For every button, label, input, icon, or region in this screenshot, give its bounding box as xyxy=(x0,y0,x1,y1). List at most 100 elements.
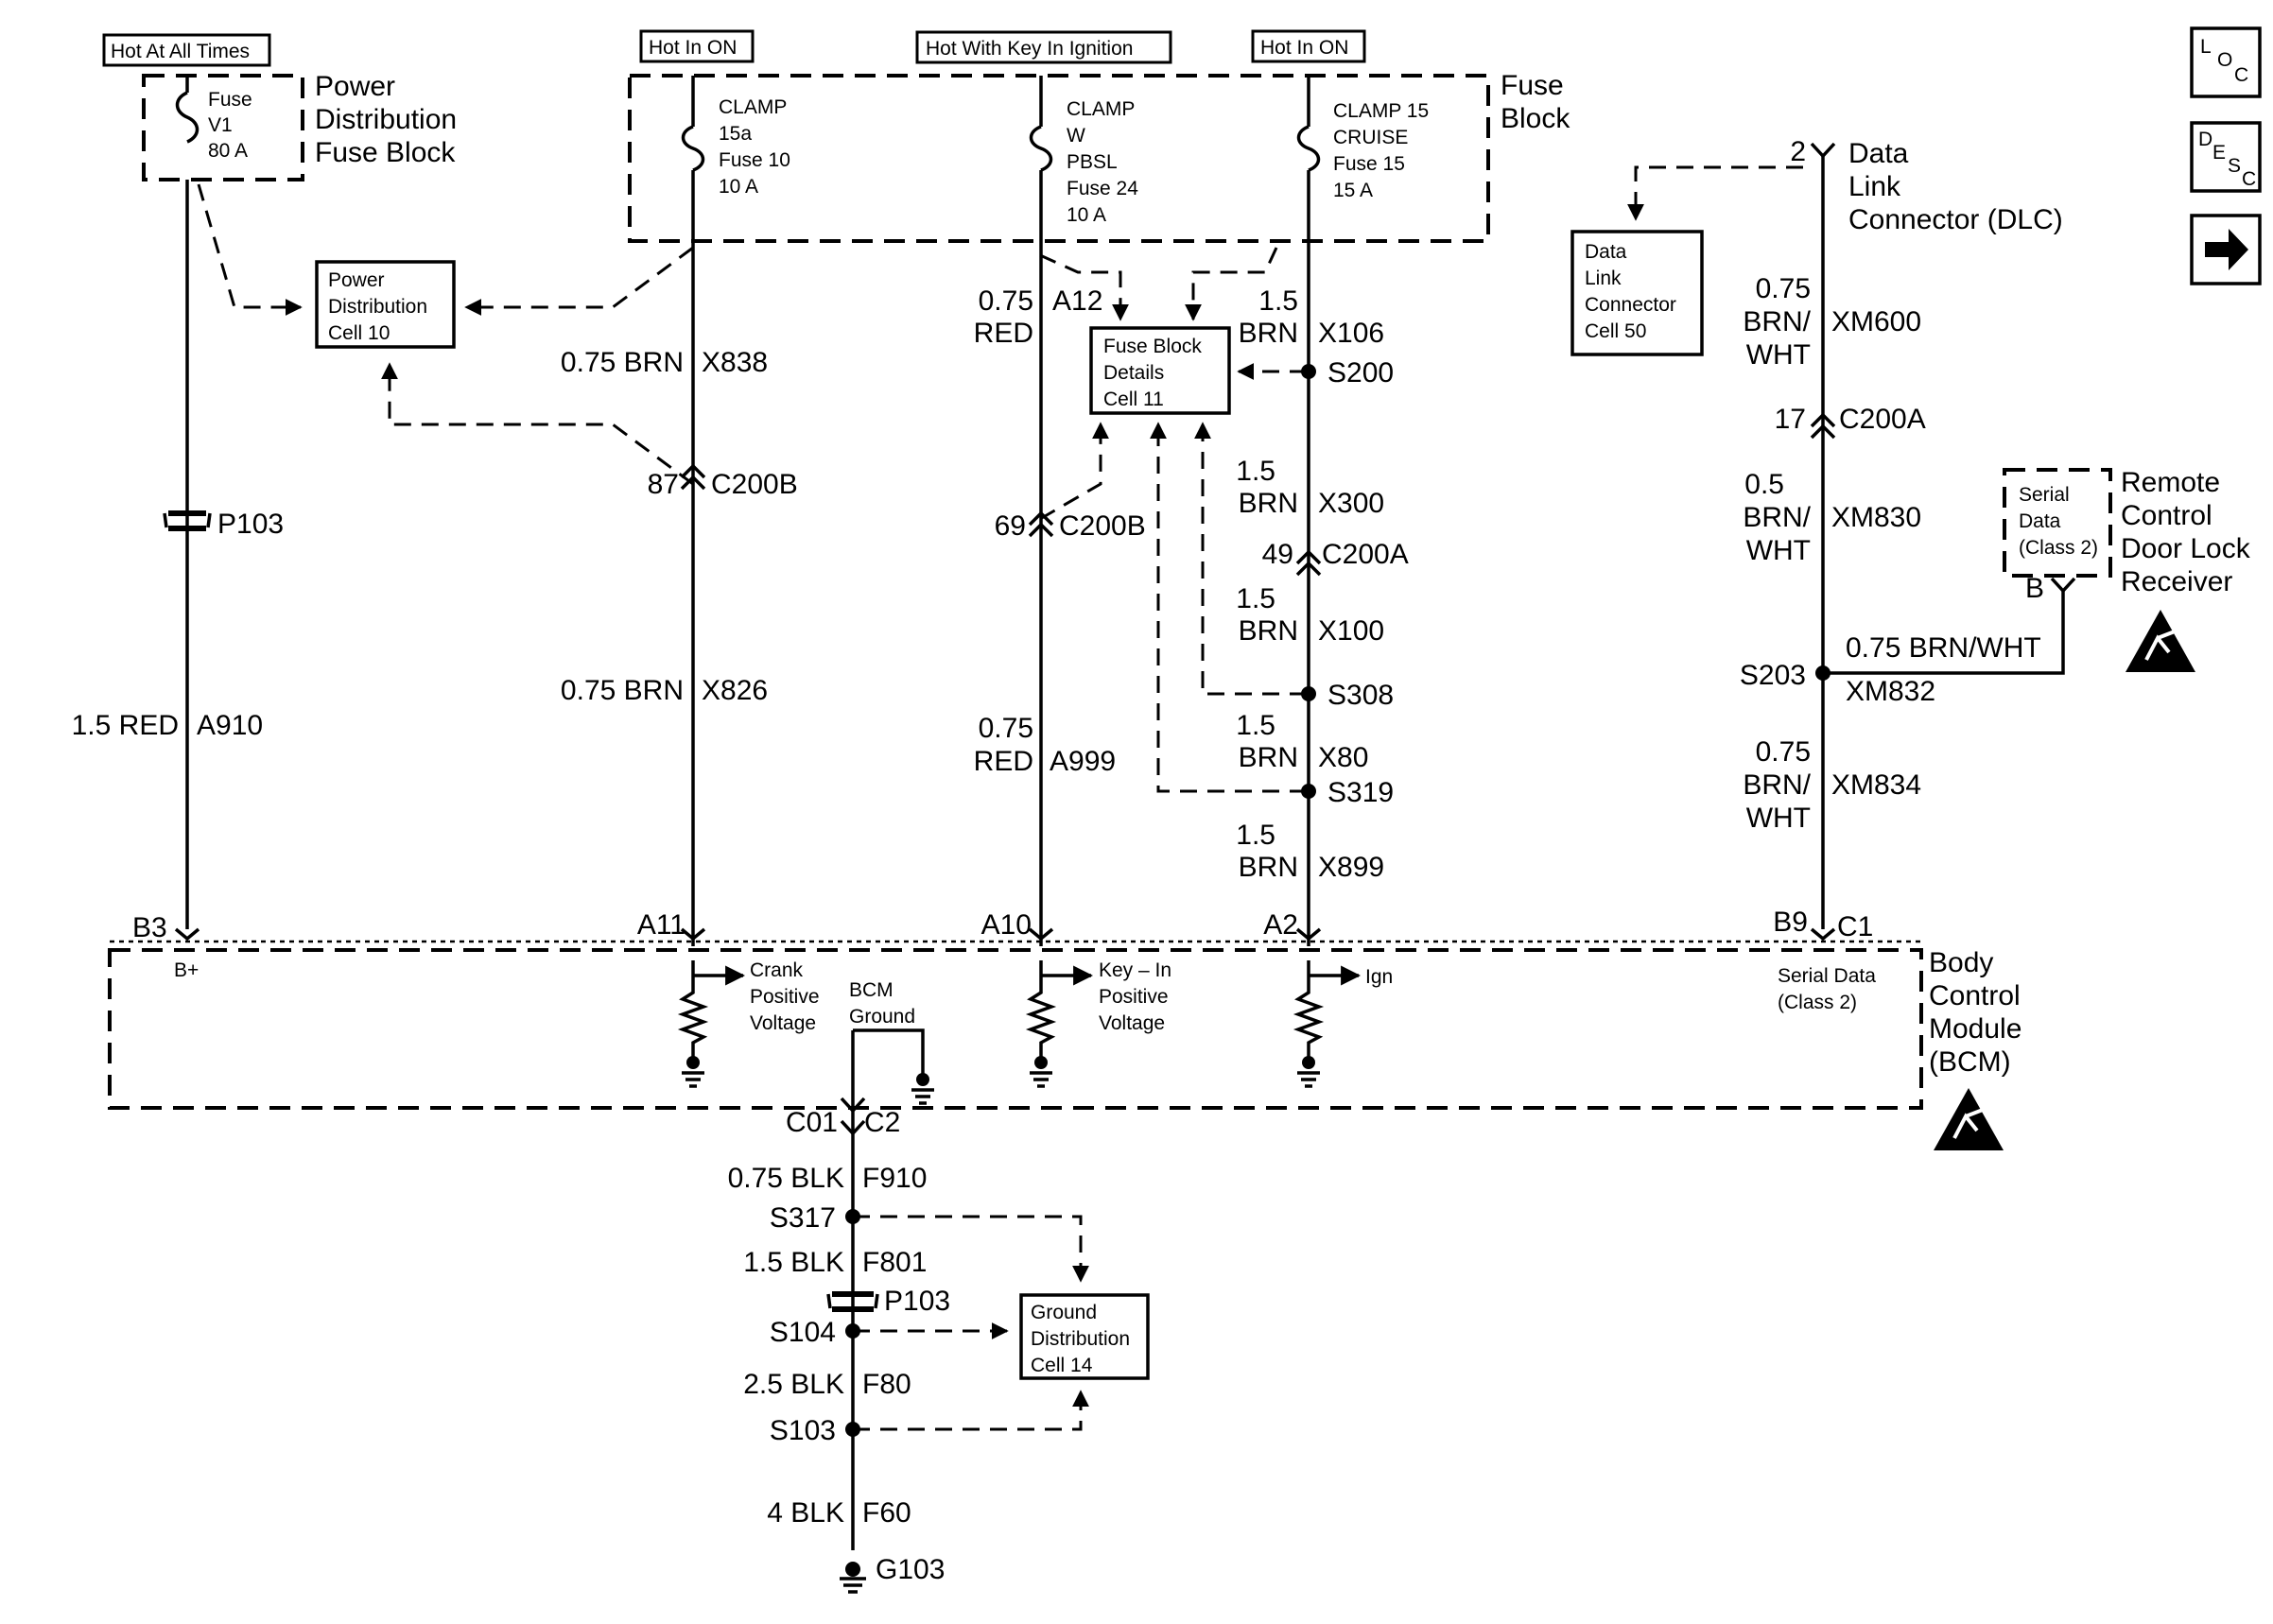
wire-label: BRN xyxy=(1239,488,1298,519)
receiver-title-line: Remote xyxy=(2121,467,2220,498)
connector-label: C200A xyxy=(1322,539,1409,570)
pin-label: C01 xyxy=(786,1107,838,1138)
bcm-title-line: Control xyxy=(1929,980,2021,1011)
location-icon[interactable]: L O C xyxy=(2190,26,2262,98)
splice-s200 xyxy=(1301,364,1316,379)
fuse-line: Fuse 24 xyxy=(1067,178,1138,199)
wire-label: WHT xyxy=(1746,535,1811,566)
dlc-pin-label: 2 xyxy=(1790,136,1806,167)
wire-label: 0.75 BLK xyxy=(728,1163,844,1194)
icon-letter: E xyxy=(2212,142,2226,164)
wire-label: BRN xyxy=(1239,615,1298,647)
fuse-line: 10 A xyxy=(1067,204,1106,226)
remote-control-door-lock-receiver: Serial Data (Class 2) B Remote Control D… xyxy=(2003,467,2251,672)
wire-label: 0.75 BRN xyxy=(561,675,684,706)
ref-line: Cell 11 xyxy=(1103,389,1164,410)
bcm-input-label: Ign xyxy=(1365,966,1393,988)
connector-label: P103 xyxy=(884,1286,950,1317)
header-hot-in-on-2: Hot In ON xyxy=(1251,29,1366,63)
wire-label: BRN/ xyxy=(1743,769,1811,801)
circuit-label: F60 xyxy=(862,1497,911,1529)
circuit-label: A12 xyxy=(1052,285,1102,317)
hot-with-key-label: Hot With Key In Ignition xyxy=(926,38,1133,60)
bcm-input-label: Positive xyxy=(1099,986,1169,1008)
receiver-box-line: Serial xyxy=(2019,484,2070,506)
fuse-line: Fuse 10 xyxy=(719,149,790,171)
icon-letter: O xyxy=(2217,49,2232,71)
connector-label: C200B xyxy=(1059,510,1146,542)
fuse-line: Fuse 15 xyxy=(1333,153,1405,175)
wire-label: 1.5 RED xyxy=(72,710,179,741)
circuit-label: F80 xyxy=(862,1369,911,1400)
bcm-input-label: B+ xyxy=(174,959,199,981)
bcm-input-label: Key – In xyxy=(1099,959,1171,981)
icon-letter: C xyxy=(2242,168,2256,190)
ref-ground-distribution-cell-14[interactable]: Ground Distribution Cell 14 xyxy=(1019,1293,1150,1380)
circuit-label: X106 xyxy=(1318,318,1384,349)
esd-warning-icon xyxy=(1934,1088,2004,1150)
splice-label: S319 xyxy=(1327,777,1394,808)
header-hot-at-all-times: Hot At All Times xyxy=(102,33,271,67)
dlc-title-line: Data xyxy=(1848,138,1909,169)
body-control-module: Body Control Module (BCM) xyxy=(108,927,2021,1150)
pdfb-title-line2: Distribution xyxy=(315,104,457,135)
fuse-line: 10 A xyxy=(719,176,758,198)
wire-label: 0.5 xyxy=(1744,469,1784,500)
pin-label: C2 xyxy=(864,1107,900,1138)
wire-label: 0.75 BRN xyxy=(561,347,684,378)
fuse-block-title-line1: Fuse xyxy=(1501,70,1564,101)
connector-p103-bottom xyxy=(826,1291,879,1312)
circuit-label: A999 xyxy=(1050,746,1116,777)
ref-data-link-connector-cell-50[interactable]: Data Link Connector Cell 50 xyxy=(1570,230,1704,356)
esd-warning-icon xyxy=(2126,610,2195,672)
wire-label: BRN xyxy=(1239,318,1298,349)
splice-label: S104 xyxy=(770,1317,836,1348)
icon-letter: C xyxy=(2234,64,2248,86)
wire-label: BRN xyxy=(1239,742,1298,773)
ref-line: Distribution xyxy=(328,296,427,318)
dlc-title-line: Link xyxy=(1848,171,1901,202)
circuit-label: XM834 xyxy=(1831,769,1921,801)
connector-pin: 69 xyxy=(995,510,1026,542)
pin-label: A11 xyxy=(637,909,685,941)
bcm-input-label: Positive xyxy=(750,986,820,1008)
bcm-ground-label: BCM xyxy=(849,979,894,1001)
description-icon[interactable]: D E S C xyxy=(2190,121,2262,193)
wire-label: WHT xyxy=(1746,803,1811,834)
receiver-box-line: (Class 2) xyxy=(2019,537,2098,559)
splice-s104 xyxy=(845,1323,860,1339)
wire-label: 0.75 xyxy=(1756,273,1811,304)
wire-label: 4 BLK xyxy=(767,1497,844,1529)
header-hot-in-on-1: Hot In ON xyxy=(639,29,755,63)
pdfb-title-line3: Fuse Block xyxy=(315,137,456,168)
arrow-right-icon[interactable] xyxy=(2190,214,2262,285)
connector-p103-top xyxy=(163,510,212,531)
receiver-title-line: Door Lock xyxy=(2121,533,2251,564)
fuse-line: PBSL xyxy=(1067,151,1118,173)
ref-fuse-block-details-cell-11[interactable]: Fuse Block Details Cell 11 xyxy=(1089,326,1231,415)
ref-power-distribution-cell-10[interactable]: Power Distribution Cell 10 xyxy=(315,260,456,349)
fuse-rating: 80 A xyxy=(208,140,248,162)
circuit-label: X80 xyxy=(1318,742,1368,773)
pin-label: A10 xyxy=(981,909,1032,941)
receiver-title-line: Control xyxy=(2121,500,2212,531)
wire-label: 1.5 xyxy=(1236,583,1275,614)
splice-label: S103 xyxy=(770,1415,836,1446)
bcm-title-line: Body xyxy=(1929,947,1993,978)
fuse-line: 15a xyxy=(719,123,752,145)
bcm-input-label: Voltage xyxy=(1099,1012,1165,1034)
wire-label: 0.75 xyxy=(1756,736,1811,768)
fuse-clamp-15a: CLAMP 15a Fuse 10 10 A xyxy=(681,76,790,198)
circuit-serial-data: 2 Data Link Connector (DLC) 0.75 BRN/ WH… xyxy=(1740,136,2065,1013)
circuit-label: X899 xyxy=(1318,852,1384,883)
bcm-ground-label: Ground xyxy=(849,1006,915,1028)
bcm-input-label: (Class 2) xyxy=(1778,992,1857,1013)
receiver-pin-label: B xyxy=(2025,573,2044,604)
circuit-label: XM832 xyxy=(1846,676,1935,707)
wire-label: RED xyxy=(974,746,1033,777)
ground-g103-icon xyxy=(840,1562,866,1594)
wire-label: 0.75 xyxy=(979,713,1033,744)
circuit-label: F801 xyxy=(862,1247,927,1278)
splice-label: S200 xyxy=(1327,357,1394,389)
